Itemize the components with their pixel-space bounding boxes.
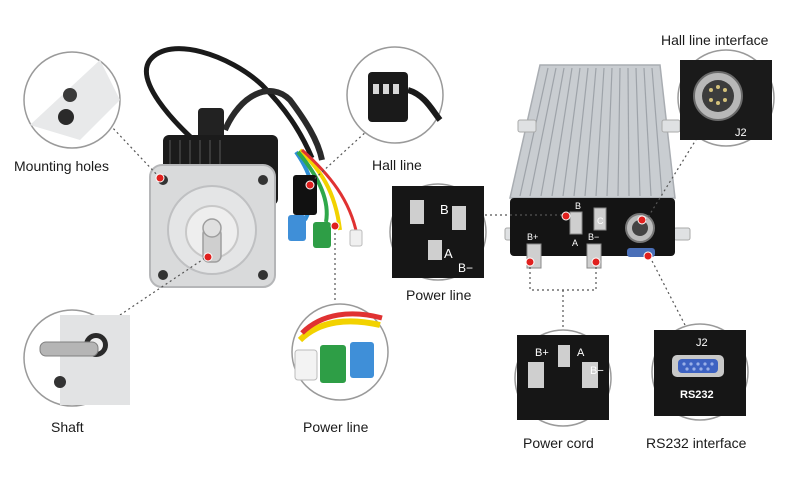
controller-tab-right [661,119,681,133]
wire-red [301,148,359,236]
motor [143,46,363,288]
detail-pc-bplus: B+ [535,347,549,359]
detail-power-line-motor [291,303,389,401]
marker-power-line-motor [330,221,340,231]
leader-mounting-holes [109,124,161,179]
controller: B+ A B− B C [504,64,691,269]
detail-pc-bminus: B− [590,365,604,377]
terminal-c-label: C [597,216,604,226]
label-power-cord: Power cord [523,435,594,451]
label-power-line-controller: Power line [406,287,472,303]
marker-shaft [203,252,213,262]
marker-power-line-controller [561,211,571,221]
heatsink-fins [519,67,663,197]
leader-shaft [119,257,206,316]
wire-green [296,150,329,223]
shaft-end [202,218,222,238]
controller-heatsink [509,64,676,199]
leader-hall-line [309,129,369,184]
controller-tab-left [517,119,537,133]
marker-power-cord-right [591,257,601,267]
hall-connector [293,175,317,215]
terminal-b-label: B [575,201,581,211]
leader-rs232 [649,256,686,326]
detail-pc-a: A [577,347,585,359]
label-mounting-holes: Mounting holes [14,158,109,174]
label-hall-line: Hall line [372,157,422,173]
marker-rs232 [643,251,653,261]
marker-hall-line [305,180,315,190]
plug-green [313,222,331,248]
cable-gland [198,108,224,142]
terminal-a [569,211,583,235]
detail-pl-b: B [440,202,449,217]
detail-rs-j2: J2 [696,337,708,349]
marker-power-cord-left [525,257,535,267]
plug-white [349,229,363,247]
terminal-c [593,207,607,231]
leader-hall-interface [644,129,703,223]
marker-hall-interface [637,215,647,225]
label-rs232-interface: RS232 interface [646,435,747,451]
label-power-line-motor: Power line [303,419,369,435]
plug-blue [288,215,306,241]
detail-power-line-controller: B A B− [389,183,487,281]
mounting-hole-br [258,270,268,280]
detail-j2-label: J2 [735,127,747,139]
detail-rs232: J2 RS232 [651,323,749,421]
motor-cable [143,46,315,159]
detail-rs-rs232: RS232 [680,389,714,401]
markers [155,173,653,267]
detail-mounting-holes [23,51,121,149]
detail-power-cord: B+ A B− [514,329,612,427]
wire-yellow [298,148,342,231]
label-hall-line-interface: Hall line interface [661,32,769,48]
label-shaft: Shaft [51,419,84,435]
detail-hole-1 [63,88,77,102]
detail-hall-line [346,46,444,144]
terminal-b-minus-label: B− [588,232,599,242]
terminal-b-plus-label: B+ [527,232,538,242]
detail-pl-bminus: B− [458,261,473,275]
mounting-hole-bl [158,270,168,280]
leader-lines [109,124,703,335]
motor-cable-2 [222,88,325,161]
detail-pl-a: A [444,246,453,261]
detail-hall-interface: J2 [677,49,775,147]
detail-shaft [23,309,130,407]
terminal-a-label: A [572,238,578,248]
mounting-hole-tr [258,175,268,185]
marker-mounting-hole [155,173,165,183]
controller-tab-br [673,227,691,241]
detail-hole-2 [58,109,74,125]
